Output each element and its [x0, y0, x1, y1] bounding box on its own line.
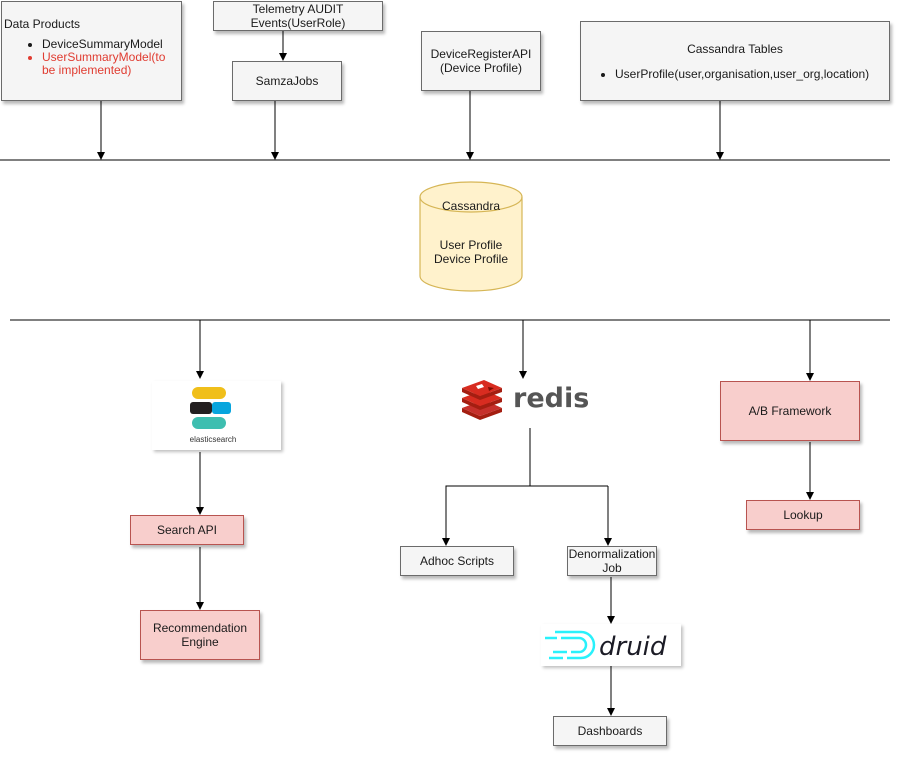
- druid-logo: druid: [541, 624, 681, 666]
- cassandra-line-device: Device Profile: [433, 252, 509, 266]
- dashboards-box[interactable]: Dashboards: [553, 716, 667, 746]
- device-register-box[interactable]: DeviceRegisterAPI (Device Profile): [421, 31, 541, 91]
- cassandra-tables-box[interactable]: Cassandra Tables UserProfile(user,organi…: [580, 21, 890, 101]
- lookup-box[interactable]: Lookup: [746, 500, 860, 530]
- lookup-label: Lookup: [783, 508, 823, 522]
- samza-label: SamzaJobs: [255, 74, 319, 88]
- samza-jobs-box[interactable]: SamzaJobs: [232, 61, 342, 101]
- data-products-title: Data Products: [4, 17, 81, 31]
- data-products-box[interactable]: Data Products DeviceSummaryModel UserSum…: [1, 1, 182, 101]
- redis-icon: redis: [462, 380, 589, 420]
- data-product-item: DeviceSummaryModel: [42, 38, 181, 51]
- redis-text: redis: [513, 383, 588, 414]
- dashboards-label: Dashboards: [577, 724, 643, 738]
- adhoc-label: Adhoc Scripts: [419, 554, 495, 568]
- cassandra-title: Cassandra: [441, 199, 501, 213]
- cassandra-tables-list: UserProfile(user,organisation,user_org,l…: [581, 67, 889, 81]
- telemetry-box[interactable]: Telemetry AUDIT Events(UserRole): [213, 1, 383, 31]
- recommendation-label: Recommendation Engine: [152, 621, 248, 649]
- data-product-item: UserSummaryModel(to be implemented): [42, 51, 181, 77]
- druid-text: druid: [599, 632, 667, 662]
- elasticsearch-icon: elasticsearch: [190, 387, 237, 444]
- denormalization-job-box[interactable]: Denormalization Job: [567, 546, 657, 576]
- cassandra-table-item: UserProfile(user,organisation,user_org,l…: [615, 67, 889, 81]
- redis-split-left: [442, 485, 608, 546]
- elasticsearch-text: elasticsearch: [190, 435, 237, 444]
- denorm-label: Denormalization Job: [568, 547, 656, 575]
- redis-logo: redis: [458, 378, 589, 422]
- device-register-label: DeviceRegisterAPI (Device Profile): [430, 47, 532, 75]
- search-api-label: Search API: [156, 523, 218, 537]
- druid-icon: druid: [545, 630, 667, 662]
- ab-framework-box[interactable]: A/B Framework: [720, 381, 860, 441]
- telemetry-label: Telemetry AUDIT Events(UserRole): [250, 2, 346, 30]
- cassandra-cylinder[interactable]: [419, 181, 525, 293]
- adhoc-scripts-box[interactable]: Adhoc Scripts: [400, 546, 514, 576]
- elasticsearch-logo: elasticsearch: [152, 381, 281, 450]
- search-api-box[interactable]: Search API: [130, 515, 244, 545]
- recommendation-engine-box[interactable]: Recommendation Engine: [140, 610, 260, 660]
- cassandra-line-user: User Profile: [439, 238, 503, 252]
- data-products-list: DeviceSummaryModel UserSummaryModel(to b…: [2, 38, 181, 77]
- ab-framework-label: A/B Framework: [748, 404, 832, 418]
- cassandra-tables-title: Cassandra Tables: [687, 41, 783, 56]
